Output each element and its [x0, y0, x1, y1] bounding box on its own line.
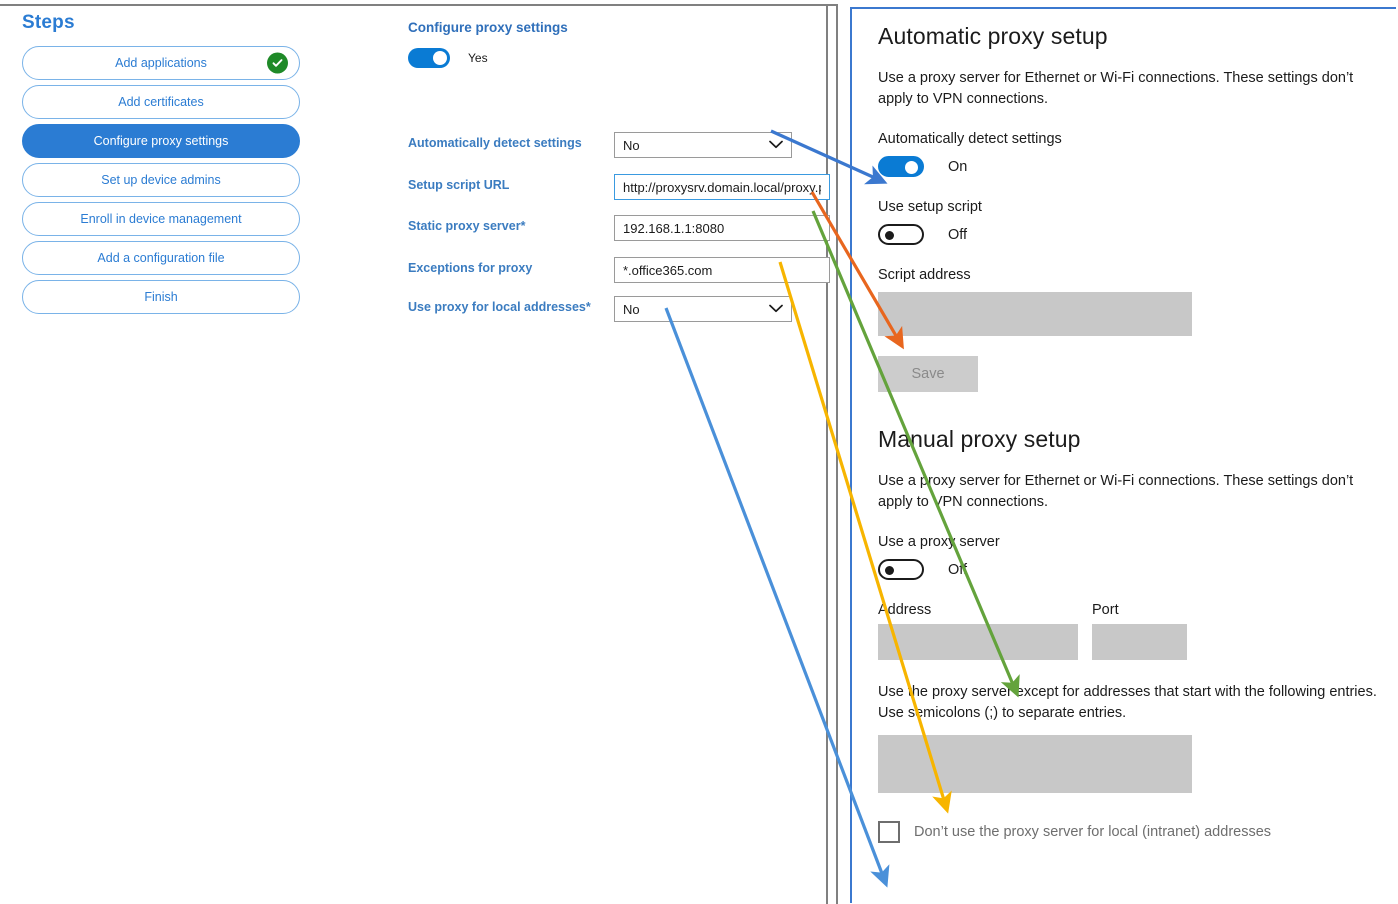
script-address-label: Script address — [878, 267, 971, 284]
field-control — [614, 174, 830, 200]
automatically-detect-settings-toggle[interactable] — [878, 156, 924, 178]
proxy-exceptions-description: Use the proxy server except for addresse… — [878, 684, 1377, 721]
automatically-detect-settings-label: Automatically detect settings — [878, 131, 1062, 148]
use-proxy-for-local-addresses-select[interactable]: No — [614, 296, 792, 322]
step-item-add-applications[interactable]: Add applications — [22, 46, 300, 80]
step-item-add-certificates[interactable]: Add certificates — [22, 85, 300, 119]
step-item-configure-proxy-settings[interactable]: Configure proxy settings — [22, 124, 300, 158]
steps-title: Steps — [22, 12, 75, 33]
automatically-detect-settings-toggle-state: On — [948, 158, 968, 175]
use-a-proxy-server-toggle[interactable] — [878, 559, 924, 581]
use-a-proxy-server-toggle-row: Off — [878, 559, 1378, 581]
proxy-form-panel: Configure proxy settings Yes Automatical… — [395, 8, 830, 338]
use-setup-script-toggle[interactable] — [878, 224, 924, 246]
check-circle-icon — [267, 52, 288, 74]
use-setup-script-label: Use setup script — [878, 199, 982, 216]
address-column: Address — [878, 602, 1078, 661]
configure-proxy-settings-toggle-label: Yes — [468, 51, 488, 65]
port-input[interactable] — [1092, 624, 1187, 661]
automatically-detect-settings-toggle-row: On — [878, 156, 1378, 178]
field-control — [614, 257, 830, 283]
address-port-row: Address Port — [878, 602, 1378, 661]
step-item-enroll-in-device-management[interactable]: Enroll in device management — [22, 202, 300, 236]
use-setup-script-toggle-row: Off — [878, 224, 1378, 246]
step-label: Add a configuration file — [97, 251, 225, 265]
step-label: Add applications — [115, 56, 207, 70]
step-item-finish[interactable]: Finish — [22, 280, 300, 314]
manual-proxy-description: Use a proxy server for Ethernet or Wi-Fi… — [878, 473, 1354, 510]
static-proxy-server-input[interactable] — [614, 215, 830, 241]
windows-settings-content: Automatic proxy setup Use a proxy server… — [878, 23, 1378, 844]
top-divider — [0, 4, 836, 6]
vertical-divider-right — [836, 4, 838, 904]
manual-proxy-setup-heading: Manual proxy setup — [878, 426, 1081, 453]
bypass-local-addresses-row[interactable]: Don’t use the proxy server for local (in… — [878, 821, 1378, 844]
bypass-local-addresses-label: Don’t use the proxy server for local (in… — [914, 824, 1272, 841]
address-input[interactable] — [878, 624, 1078, 661]
port-column: Port — [1092, 602, 1187, 661]
step-label: Finish — [144, 290, 178, 304]
vertical-divider-left — [826, 4, 828, 904]
save-button[interactable]: Save — [878, 356, 978, 393]
configure-proxy-settings-toggle-row: Yes — [408, 48, 488, 68]
field-label: Static proxy server* — [408, 219, 526, 233]
automatically-detect-settings-select[interactable]: No — [614, 132, 792, 158]
step-label: Configure proxy settings — [93, 134, 229, 148]
step-item-add-a-configuration-file[interactable]: Add a configuration file — [22, 241, 300, 275]
steps-list: Add applications Add certificates Config… — [22, 46, 300, 319]
proxy-exceptions-input[interactable] — [878, 735, 1192, 794]
form-title: Configure proxy settings — [408, 20, 568, 35]
step-label: Set up device admins — [101, 173, 221, 187]
use-a-proxy-server-toggle-state: Off — [948, 561, 968, 578]
use-setup-script-toggle-state: Off — [948, 226, 968, 243]
port-label: Port — [1092, 602, 1119, 619]
use-a-proxy-server-label: Use a proxy server — [878, 534, 1000, 551]
configure-proxy-settings-toggle[interactable] — [408, 48, 450, 68]
automatic-proxy-setup-heading: Automatic proxy setup — [878, 23, 1108, 49]
field-label: Setup script URL — [408, 178, 510, 192]
field-control: No — [614, 296, 792, 322]
setup-script-url-input[interactable] — [614, 174, 830, 200]
field-control: No — [614, 132, 792, 158]
field-label: Exceptions for proxy — [408, 261, 533, 275]
exceptions-for-proxy-input[interactable] — [614, 257, 830, 283]
script-address-input[interactable] — [878, 292, 1192, 337]
automatic-proxy-description: Use a proxy server for Ethernet or Wi-Fi… — [878, 70, 1354, 107]
windows-proxy-settings-panel: Automatic proxy setup Use a proxy server… — [850, 7, 1396, 903]
checkbox-icon[interactable] — [878, 821, 900, 844]
steps-panel: Steps Add applications Add certificates … — [0, 6, 336, 336]
address-label: Address — [878, 602, 932, 619]
step-item-set-up-device-admins[interactable]: Set up device admins — [22, 163, 300, 197]
field-control — [614, 215, 830, 241]
field-label: Automatically detect settings — [408, 136, 582, 150]
step-label: Add certificates — [118, 95, 204, 109]
field-label: Use proxy for local addresses* — [408, 300, 591, 314]
step-label: Enroll in device management — [80, 212, 242, 226]
